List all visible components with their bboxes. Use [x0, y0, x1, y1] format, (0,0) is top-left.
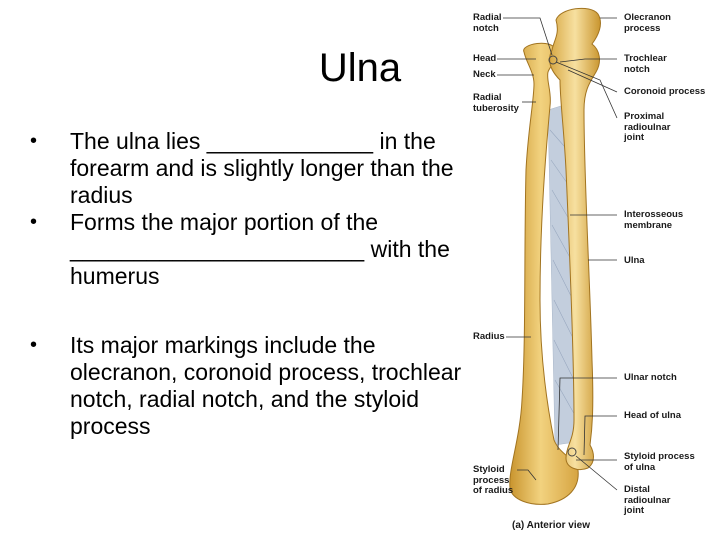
bullet-item: • Its major markings include the olecran… [30, 332, 470, 440]
label-ulna: Ulna [624, 255, 645, 266]
figure-caption: (a) Anterior view [512, 520, 590, 531]
ulna-radius-illustration [497, 7, 618, 505]
label-olecranon: Olecranon process [624, 12, 671, 34]
label-styloid-ulna: Styloid process of ulna [624, 451, 695, 473]
slide-title: Ulna [318, 46, 402, 90]
label-styloid-radius: Styloid process of radius [473, 464, 514, 496]
bullet-marker: • [30, 334, 38, 356]
bullet-text: Its major markings include the olecranon… [70, 332, 462, 439]
ulna-bone-shape [549, 7, 601, 471]
bullet-list: • The ulna lies _____________ in the for… [30, 128, 470, 440]
bullet-item: • The ulna lies _____________ in the for… [30, 128, 470, 209]
bullet-text: The ulna lies _____________ in the forea… [70, 128, 454, 208]
label-interosseous: Interosseous membrane [624, 209, 684, 231]
bullet-item: • Forms the major portion of the _______… [30, 209, 470, 290]
label-coronoid: Coronoid process [624, 86, 706, 97]
bullet-marker: • [30, 211, 38, 233]
bullet-marker: • [30, 130, 38, 152]
label-head: Head [473, 53, 497, 64]
proximal-joint-marker [548, 55, 558, 65]
label-proximal-joint: Proximal radioulnar joint [624, 111, 671, 143]
label-neck: Neck [473, 69, 496, 80]
label-trochlear-notch: Trochlear notch [624, 53, 667, 75]
label-radius: Radius [473, 331, 505, 342]
label-head-of-ulna: Head of ulna [624, 410, 682, 421]
bullet-text: Forms the major portion of the _________… [70, 209, 450, 289]
radius-bone-shape [509, 42, 579, 505]
label-radial-tuberosity: Radial tuberosity [473, 92, 519, 114]
label-radial-notch: Radial notch [473, 12, 502, 34]
label-ulnar-notch: Ulnar notch [624, 372, 677, 383]
label-distal-joint: Distal radioulnar joint [624, 484, 671, 516]
distal-joint-marker [567, 447, 577, 457]
